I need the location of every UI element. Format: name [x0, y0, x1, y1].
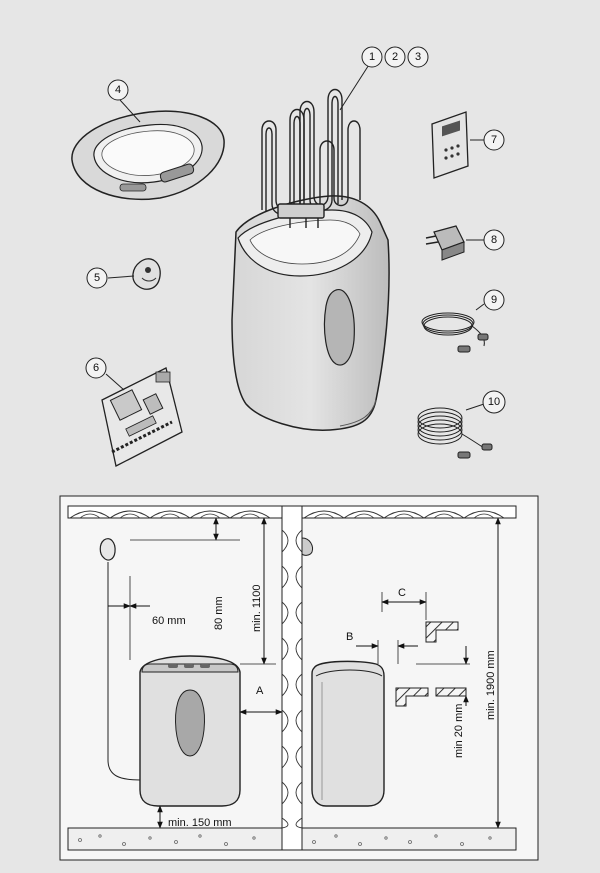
callout-1: 1 [369, 51, 375, 63]
ceiling-right [301, 505, 517, 519]
rail-lower [395, 687, 467, 707]
callout-8: 8 [466, 229, 505, 251]
svg-text:min. 1100: min. 1100 [251, 585, 263, 633]
floor-right [301, 827, 517, 851]
floor-left [67, 827, 283, 851]
ceiling-left [67, 505, 283, 519]
heater-side-view [311, 660, 385, 807]
svg-text:7: 7 [491, 134, 497, 146]
svg-text:min 20 mm: min 20 mm [453, 704, 465, 758]
dim-rear-gap: B [346, 631, 418, 664]
rail-upper [425, 621, 459, 643]
svg-text:min. 150 mm: min. 150 mm [168, 817, 232, 829]
svg-text:4: 4 [115, 84, 121, 96]
middle-wall [281, 505, 303, 851]
dim-floor-min: min. 150 mm [157, 805, 232, 829]
sensor-drawing [132, 258, 161, 290]
svg-text:80 mm: 80 mm [213, 596, 225, 630]
heater-body [231, 195, 390, 431]
svg-text:min. 1900 mm: min. 1900 mm [485, 650, 497, 720]
svg-text:5: 5 [94, 272, 100, 284]
control-panel-drawing [431, 111, 469, 179]
cable-long-drawing [417, 407, 493, 459]
svg-text:6: 6 [93, 362, 99, 374]
svg-text:C: C [398, 587, 406, 599]
callout-5: 5 [86, 267, 135, 289]
dim-side-gap: A [239, 685, 283, 715]
svg-text:60 mm: 60 mm [152, 615, 186, 627]
heating-elements-drawing [261, 88, 361, 228]
dim-rail-distance: C [381, 587, 427, 620]
callout-7: 7 [470, 129, 505, 151]
dim-ceiling-min: min. 1100 [240, 517, 276, 665]
svg-text:A: A [256, 685, 264, 697]
dim-60mm: 60 mm [108, 576, 186, 660]
circuit-board-drawing [101, 367, 183, 467]
callout-10: 10 [465, 390, 506, 414]
callout-heating-elements: 1 2 3 [339, 46, 429, 111]
dim-rail-min: min 20 mm [416, 646, 470, 758]
svg-text:10: 10 [488, 396, 500, 408]
sensor-wall-mount [99, 538, 141, 781]
callout-6: 6 [85, 357, 125, 391]
dim-80mm: 80 mm [130, 517, 240, 630]
dim-room-height: min. 1900 mm [485, 517, 501, 829]
top-cover-drawing [71, 110, 225, 201]
switch-drawing [425, 225, 465, 261]
callout-4: 4 [107, 79, 141, 123]
callout-9: 9 [475, 289, 505, 311]
heater-front-view [139, 655, 241, 807]
callout-2: 2 [392, 51, 398, 63]
svg-text:8: 8 [491, 234, 497, 246]
sensor-side-mount [301, 537, 313, 556]
svg-text:9: 9 [491, 294, 497, 306]
callout-3: 3 [415, 51, 421, 63]
cable-short-drawing [421, 312, 489, 353]
svg-text:B: B [346, 631, 353, 643]
